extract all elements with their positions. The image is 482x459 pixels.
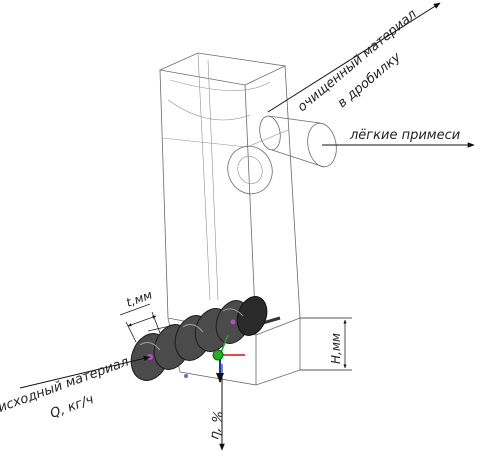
inlet-arrow: [19, 355, 151, 389]
efficiency-label: η, %: [207, 410, 227, 441]
side-cylinder-outlet: [259, 115, 337, 168]
pitch-label: t,мм: [124, 288, 154, 310]
auger-blade: [236, 296, 268, 336]
height-label: H,мм: [329, 333, 343, 364]
pitch-dimension: [119, 303, 171, 343]
screw-auger: [130, 296, 281, 381]
height-dimension: [300, 317, 352, 371]
flow-rate-label: Q, кг/ч: [48, 392, 96, 422]
outlet-pipe: [227, 145, 273, 195]
light-impurities-label: лёгкие примеси: [349, 128, 460, 143]
output-arrows: [267, 2, 475, 148]
coordinate-triad: [212, 334, 245, 383]
cleaned-material-arrow: [267, 2, 441, 113]
